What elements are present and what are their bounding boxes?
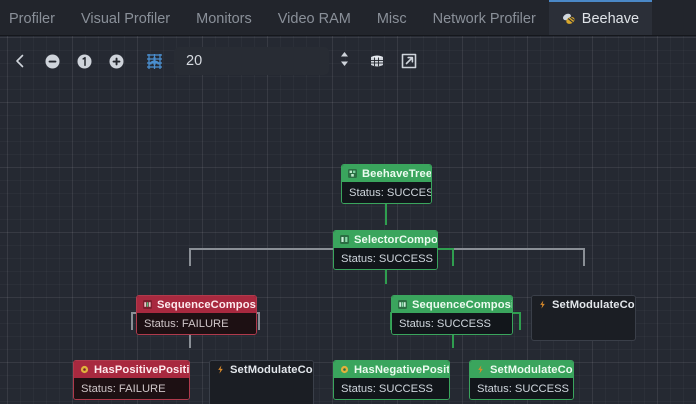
tab-network-profiler[interactable]: Network Profiler <box>420 0 549 35</box>
node-selector-composite[interactable]: SelectorComposite Status: SUCCESS <box>333 230 438 270</box>
condition-circle-icon <box>340 365 349 374</box>
edge-to-sequence-composite <box>189 248 191 266</box>
node-status: Status: SUCCESS <box>334 248 437 269</box>
node-title: SetModulateColor <box>490 363 573 376</box>
tab-label: Video RAM <box>277 10 351 27</box>
zoom-reset-button[interactable] <box>68 45 100 77</box>
graph-toolbar: 20 <box>0 36 696 86</box>
node-header: SequenceComposite2 <box>392 296 512 313</box>
node-sequence-composite-2[interactable]: SequenceComposite2 Status: SUCCESS <box>391 295 513 335</box>
sequence-composite-icon <box>398 300 407 309</box>
edge-to-set-modulate-color-success <box>519 312 521 330</box>
back-button[interactable] <box>4 45 36 77</box>
node-header: SetModulateColor <box>210 361 313 378</box>
tab-beehave[interactable]: Beehave <box>548 0 653 35</box>
edge-to-has-positive-position <box>131 312 133 330</box>
node-title: SelectorComposite <box>354 233 438 246</box>
layers-icon <box>368 52 386 70</box>
node-status: Status: SUCCESS <box>470 378 573 399</box>
node-title: HasNegativePosition <box>354 363 450 376</box>
node-set-modulate-color-left[interactable]: SetModulateColor <box>209 360 314 404</box>
tab-video-ram[interactable]: Video RAM <box>265 0 364 35</box>
sequence-composite-icon <box>143 300 152 309</box>
arrange-layout-button[interactable] <box>138 45 170 77</box>
edge-selector-bus-left <box>189 248 386 250</box>
tab-label: Network Profiler <box>432 10 536 27</box>
zoom-reset-one-icon <box>76 53 93 70</box>
stepper-updown-icon <box>338 50 351 73</box>
frame-stepper[interactable] <box>331 46 357 76</box>
zoom-out-button[interactable] <box>36 45 68 77</box>
open-external-icon <box>400 52 418 70</box>
node-set-modulate-color-success[interactable]: SetModulateColor Status: SUCCESS <box>469 360 574 400</box>
node-header: SetModulateColor <box>470 361 573 378</box>
action-bolt-icon <box>216 365 225 374</box>
behavior-tree-canvas[interactable]: BeehaveTree Status: SUCCESS SelectorComp… <box>0 36 696 404</box>
tab-label: Beehave <box>581 10 640 27</box>
tab-monitors[interactable]: Monitors <box>183 0 265 35</box>
node-title: SetModulateColor <box>552 298 635 311</box>
open-external-button[interactable] <box>393 45 425 77</box>
tab-visual-profiler[interactable]: Visual Profiler <box>68 0 183 35</box>
frame-number-value: 20 <box>186 53 203 69</box>
node-header: BeehaveTree <box>342 165 431 182</box>
node-status: Status: FAILURE <box>137 313 256 334</box>
bee-icon <box>562 12 576 26</box>
debugger-tab-bar: Profiler Visual Profiler Monitors Video … <box>0 0 696 36</box>
node-header: SequenceComposite <box>137 296 256 313</box>
node-header: SetModulateColor <box>532 296 635 313</box>
node-header: SelectorComposite <box>334 231 437 248</box>
node-beehave-tree[interactable]: BeehaveTree Status: SUCCESS <box>341 164 432 204</box>
node-title: HasPositivePosition <box>94 363 190 376</box>
node-header: HasNegativePosition <box>334 361 449 378</box>
node-has-negative-position[interactable]: HasNegativePosition Status: SUCCESS <box>333 360 450 400</box>
node-has-positive-position[interactable]: HasPositivePosition Status: FAILURE <box>73 360 190 400</box>
edge-to-set-modulate-color-left <box>258 312 260 330</box>
zoom-in-button[interactable] <box>100 45 132 77</box>
edge-selector-bus-far-right <box>452 248 584 250</box>
tab-profiler[interactable]: Profiler <box>0 0 68 35</box>
node-title: SetModulateColor <box>230 363 313 376</box>
frame-number-input[interactable]: 20 <box>174 47 329 75</box>
node-title: SequenceComposite2 <box>412 298 512 311</box>
zoom-out-icon <box>44 53 61 70</box>
node-status: Status: FAILURE <box>74 378 189 399</box>
node-status <box>210 378 313 399</box>
node-status: Status: SUCCESS <box>342 182 431 203</box>
node-set-modulate-color-right[interactable]: SetModulateColor <box>531 295 636 341</box>
zoom-in-icon <box>108 53 125 70</box>
tab-label: Monitors <box>196 10 252 27</box>
node-sequence-composite[interactable]: SequenceComposite Status: FAILURE <box>136 295 257 335</box>
layers-button[interactable] <box>361 45 393 77</box>
node-header: HasPositivePosition <box>74 361 189 378</box>
beehave-tree-icon <box>348 169 357 178</box>
node-status <box>532 313 635 334</box>
tab-label: Misc <box>376 10 407 27</box>
node-title: SequenceComposite <box>157 298 257 311</box>
action-bolt-icon <box>476 365 485 374</box>
condition-circle-icon <box>80 365 89 374</box>
node-status: Status: SUCCESS <box>334 378 449 399</box>
chevron-left-icon <box>12 53 28 69</box>
node-status: Status: SUCCESS <box>392 313 512 334</box>
action-bolt-icon <box>538 300 547 309</box>
edge-to-sequence-composite-2 <box>452 248 454 266</box>
selector-composite-icon <box>340 235 349 244</box>
tab-misc[interactable]: Misc <box>364 0 420 35</box>
tab-label: Profiler <box>9 10 55 27</box>
node-title: BeehaveTree <box>362 167 432 180</box>
arrange-layout-icon <box>145 52 164 71</box>
edge-to-set-modulate-color-right <box>583 248 585 266</box>
tab-label: Visual Profiler <box>80 10 171 27</box>
